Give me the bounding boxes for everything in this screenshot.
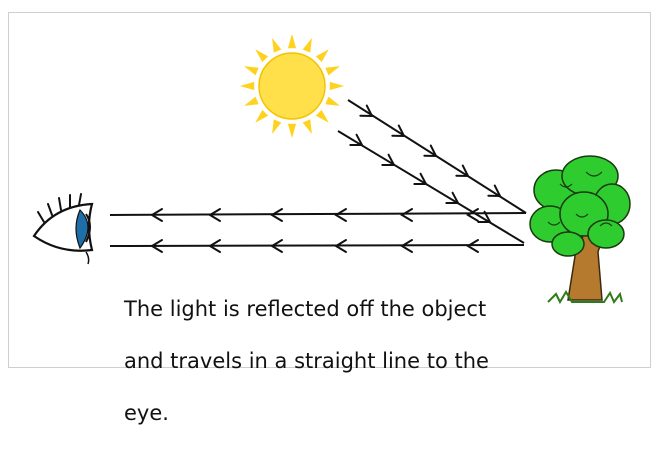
- sun-ray: [240, 82, 254, 90]
- sun-ray: [325, 97, 340, 106]
- tree-foliage: [530, 156, 630, 256]
- incident-arrow-upper: [424, 146, 436, 156]
- reflected-arrow-upper: [336, 209, 346, 221]
- light-rays: [110, 100, 526, 246]
- sun-ray: [330, 82, 344, 90]
- sun-ray: [288, 124, 296, 138]
- sun-ray: [303, 119, 312, 134]
- ray-arrowheads: [152, 106, 500, 252]
- caption-line-3: eye.: [124, 400, 544, 426]
- reflected-arrow-upper: [402, 209, 412, 221]
- sun-ray: [288, 34, 296, 48]
- sun-icon: [240, 34, 344, 138]
- sun-ray: [272, 119, 281, 134]
- reflected-ray-lower: [110, 245, 524, 246]
- sun-ray: [255, 110, 268, 123]
- sun-ray: [255, 49, 268, 62]
- caption-text: The light is reflected off the object an…: [124, 270, 544, 452]
- caption-line-1: The light is reflected off the object: [124, 296, 544, 322]
- sun-ray: [325, 66, 340, 75]
- sun-ray: [316, 110, 329, 123]
- sun-ray: [316, 49, 329, 62]
- tree-icon: [530, 156, 630, 302]
- sun-ray: [244, 97, 259, 106]
- sun-ray: [303, 38, 312, 53]
- eye-icon: [34, 194, 92, 264]
- caption-line-2: and travels in a straight line to the: [124, 348, 544, 374]
- reflected-ray-upper: [110, 213, 526, 215]
- sun-ray: [244, 66, 259, 75]
- sun-ray: [272, 38, 281, 53]
